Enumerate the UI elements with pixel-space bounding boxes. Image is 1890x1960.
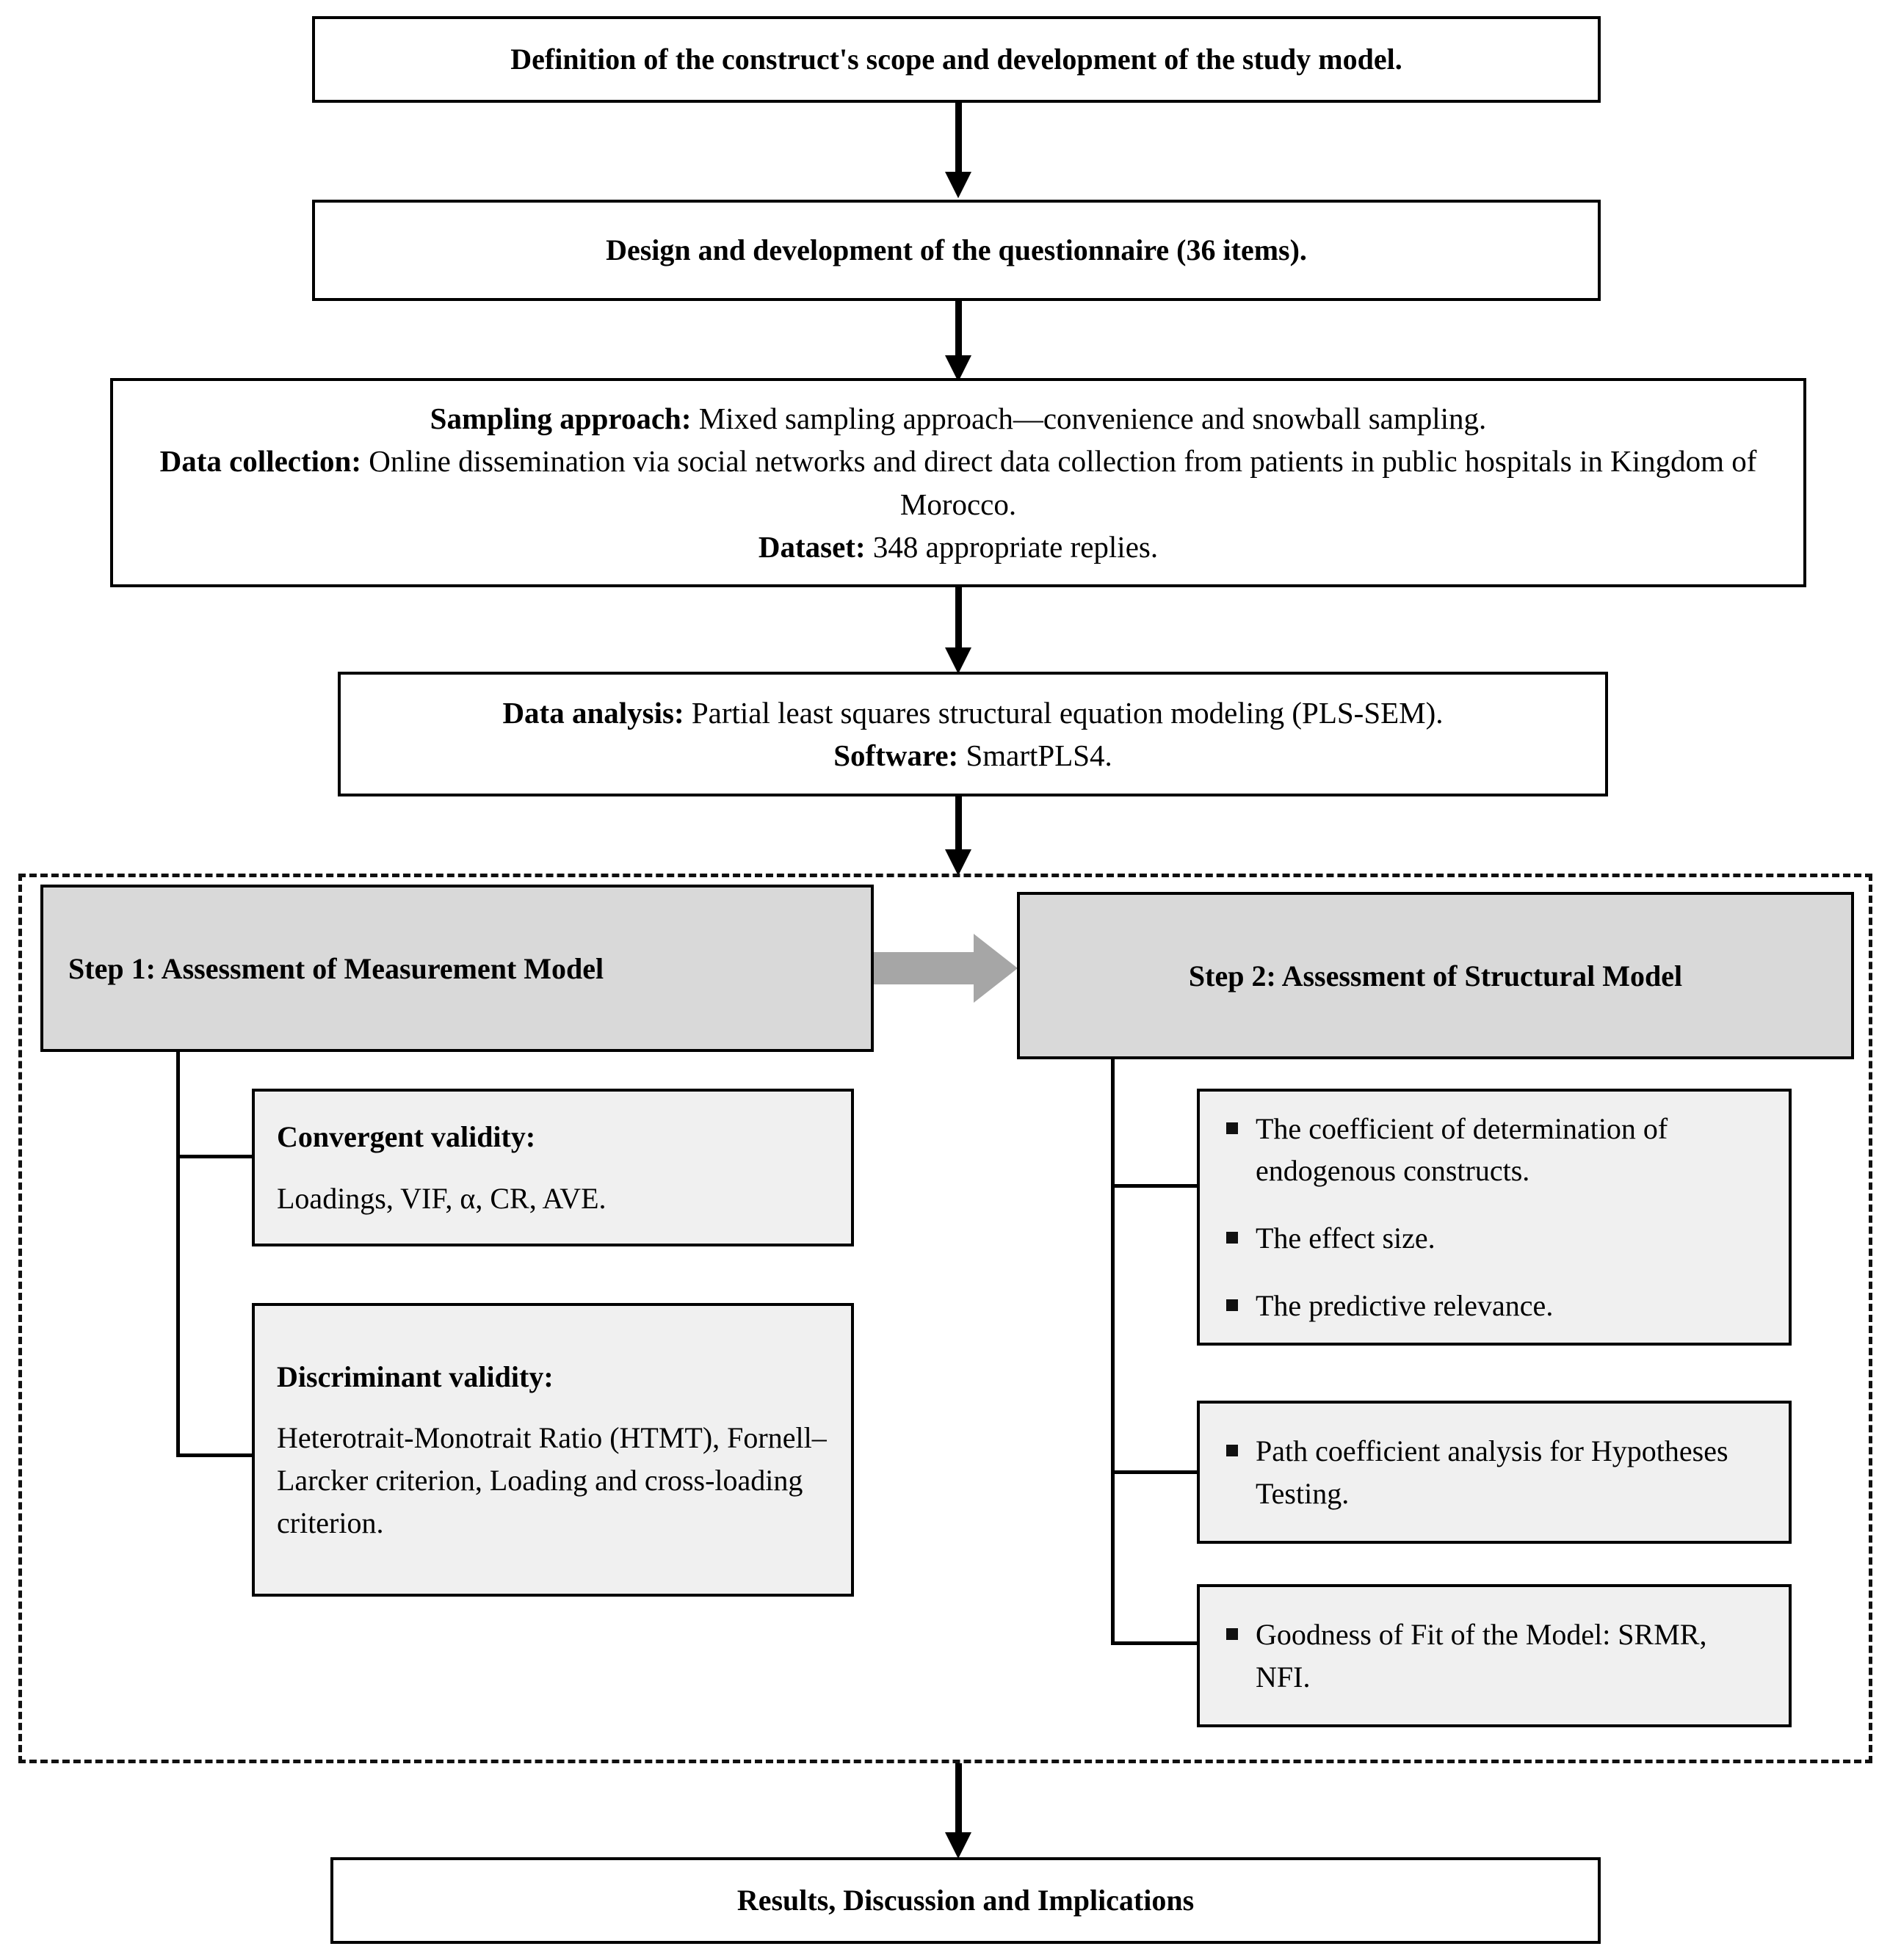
list-item: The effect size. <box>1222 1217 1767 1260</box>
list-item-label: Path coefficient analysis for Hypotheses… <box>1256 1434 1728 1510</box>
arrow-down-3 <box>944 587 973 674</box>
process-box-construct-scope: Definition of the construct's scope and … <box>312 16 1601 103</box>
arrow-down-5 <box>944 1763 973 1859</box>
step1-tree-branch-1 <box>176 1155 253 1158</box>
arrow-down-1 <box>944 103 973 198</box>
sampling-line-1: Sampling approach: Mixed sampling approa… <box>132 397 1784 440</box>
square-bullet-icon <box>1226 1122 1238 1134</box>
step1-tree-trunk <box>176 1052 180 1457</box>
list-item: The coefficient of determination of endo… <box>1222 1108 1767 1192</box>
assessment-region <box>18 874 1872 1763</box>
data-analysis-text: Partial least squares structural equatio… <box>684 695 1444 730</box>
list-item-label: The effect size. <box>1256 1222 1435 1255</box>
convergent-validity-body: Loadings, VIF, α, CR, AVE. <box>277 1181 607 1215</box>
list-item-label: The coefficient of determination of endo… <box>1256 1111 1668 1188</box>
data-analysis-label: Data analysis: <box>502 695 684 730</box>
process-box-questionnaire: Design and development of the questionna… <box>312 200 1601 301</box>
arrow-down-2 <box>944 301 973 382</box>
process-box-questionnaire-label: Design and development of the questionna… <box>606 233 1307 266</box>
data-collection-text: Online dissemination via social networks… <box>361 444 1757 521</box>
process-box-results: Results, Discussion and Implications <box>330 1857 1601 1944</box>
path-coefficient-box: Path coefficient analysis for Hypotheses… <box>1197 1401 1792 1544</box>
discriminant-validity-title: Discriminant validity: <box>277 1360 554 1393</box>
dataset-text: 348 appropriate replies. <box>865 529 1159 564</box>
sampling-approach-label: Sampling approach: <box>430 402 692 436</box>
software-label: Software: <box>833 738 959 772</box>
goodness-of-fit-list: Goodness of Fit of the Model: SRMR, NFI. <box>1222 1614 1767 1698</box>
sampling-line-2: Data collection: Online dissemination vi… <box>132 440 1784 525</box>
step2-tree-branch-1 <box>1111 1184 1199 1188</box>
list-item: Path coefficient analysis for Hypotheses… <box>1222 1430 1767 1514</box>
process-box-construct-scope-label: Definition of the construct's scope and … <box>510 42 1402 76</box>
square-bullet-icon <box>1226 1627 1238 1640</box>
list-item-label: The predictive relevance. <box>1256 1288 1554 1322</box>
square-bullet-icon <box>1226 1444 1238 1456</box>
convergent-validity-box: Convergent validity: Loadings, VIF, α, C… <box>252 1089 854 1246</box>
list-item: Goodness of Fit of the Model: SRMR, NFI. <box>1222 1614 1767 1698</box>
step2-tree-trunk <box>1111 1059 1115 1645</box>
step2-tree-branch-2 <box>1111 1470 1199 1474</box>
discriminant-validity-body: Heterotrait-Monotrait Ratio (HTMT), Forn… <box>277 1421 827 1539</box>
process-box-sampling-data: Sampling approach: Mixed sampling approa… <box>110 378 1806 587</box>
step1-header-box: Step 1: Assessment of Measurement Model <box>40 885 874 1052</box>
step2-header-label: Step 2: Assessment of Structural Model <box>1188 959 1683 992</box>
step2-header-box: Step 2: Assessment of Structural Model <box>1017 892 1854 1059</box>
arrow-down-4 <box>944 796 973 876</box>
process-box-results-label: Results, Discussion and Implications <box>736 1883 1195 1917</box>
step2-tree-branch-3 <box>1111 1641 1199 1645</box>
structural-metrics-box: The coefficient of determination of endo… <box>1197 1089 1792 1346</box>
analysis-line-1: Data analysis: Partial least squares str… <box>360 692 1586 734</box>
step-transition-arrow <box>874 934 1018 1003</box>
discriminant-validity-box: Discriminant validity: Heterotrait-Monot… <box>252 1303 854 1597</box>
analysis-line-2: Software: SmartPLS4. <box>360 734 1586 777</box>
step1-tree-branch-2 <box>176 1453 253 1457</box>
process-box-data-analysis: Data analysis: Partial least squares str… <box>338 672 1608 796</box>
square-bullet-icon <box>1226 1299 1238 1311</box>
analysis-text-block: Data analysis: Partial least squares str… <box>341 692 1605 777</box>
convergent-validity-title: Convergent validity: <box>277 1119 536 1153</box>
sampling-approach-text: Mixed sampling approach—convenience and … <box>691 402 1487 436</box>
step1-header-label: Step 1: Assessment of Measurement Model <box>68 951 604 985</box>
list-item: The predictive relevance. <box>1222 1285 1767 1327</box>
data-collection-label: Data collection: <box>159 444 361 479</box>
square-bullet-icon <box>1226 1232 1238 1244</box>
software-text: SmartPLS4. <box>958 738 1112 772</box>
structural-metrics-list: The coefficient of determination of endo… <box>1222 1108 1767 1326</box>
dataset-label: Dataset: <box>758 529 866 564</box>
path-coefficient-list: Path coefficient analysis for Hypotheses… <box>1222 1430 1767 1514</box>
sampling-text-block: Sampling approach: Mixed sampling approa… <box>113 397 1803 568</box>
sampling-line-3: Dataset: 348 appropriate replies. <box>132 526 1784 568</box>
list-item-label: Goodness of Fit of the Model: SRMR, NFI. <box>1256 1617 1707 1694</box>
goodness-of-fit-box: Goodness of Fit of the Model: SRMR, NFI. <box>1197 1584 1792 1727</box>
